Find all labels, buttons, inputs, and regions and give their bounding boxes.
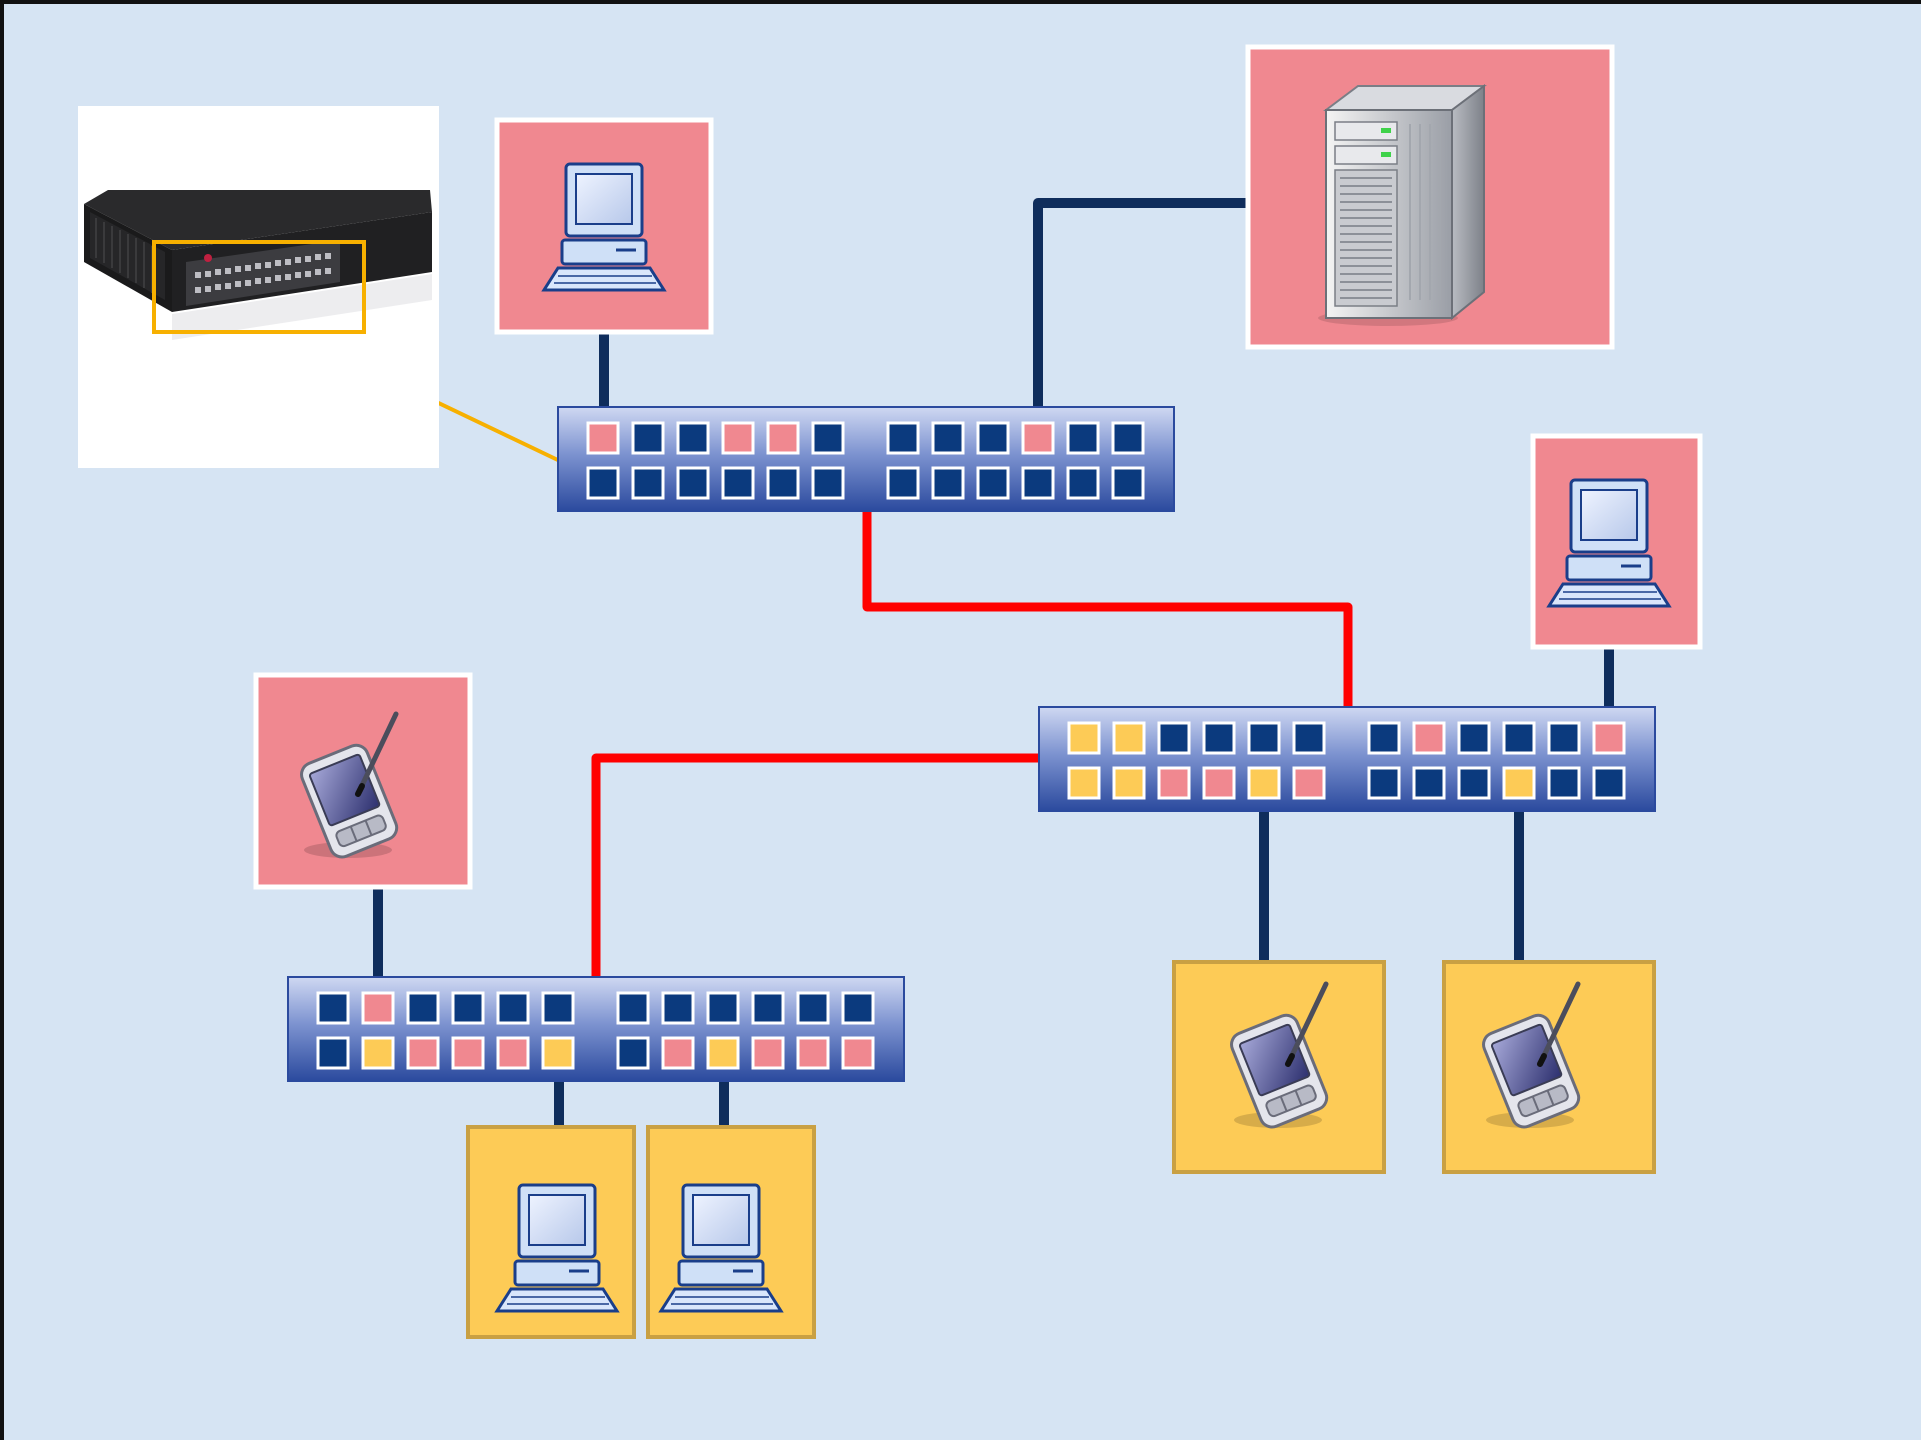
- switch-port-navy[interactable]: [1367, 766, 1401, 800]
- switch-port-pink[interactable]: [1157, 766, 1191, 800]
- switch-right[interactable]: [1038, 706, 1656, 812]
- switch-port-navy[interactable]: [796, 991, 830, 1025]
- switch-port-yellow[interactable]: [1067, 721, 1101, 755]
- switch-port-navy[interactable]: [886, 466, 920, 500]
- switch-port-navy[interactable]: [1502, 721, 1536, 755]
- switch-port-navy[interactable]: [1547, 766, 1581, 800]
- switch-port-navy[interactable]: [811, 466, 845, 500]
- pda-bottom-right-2[interactable]: [1442, 960, 1656, 1174]
- switch-port-navy[interactable]: [616, 991, 650, 1025]
- switch-port-pink[interactable]: [406, 1036, 440, 1070]
- switch-port-navy[interactable]: [931, 466, 965, 500]
- switch-port-navy[interactable]: [976, 466, 1010, 500]
- switch-top-ports: [586, 421, 1145, 500]
- switch-port-pink[interactable]: [766, 421, 800, 455]
- switch-port-yellow[interactable]: [706, 1036, 740, 1070]
- pda-bottom-right-1[interactable]: [1172, 960, 1386, 1174]
- switch-port-navy[interactable]: [451, 991, 485, 1025]
- desktop-top[interactable]: [494, 117, 714, 335]
- switch-port-navy[interactable]: [631, 421, 665, 455]
- switch-port-navy[interactable]: [316, 1036, 350, 1070]
- switch-port-navy[interactable]: [1367, 721, 1401, 755]
- switch-port-yellow[interactable]: [1502, 766, 1536, 800]
- switch-port-navy[interactable]: [496, 991, 530, 1025]
- switch-port-pink[interactable]: [796, 1036, 830, 1070]
- desktop-bottom-left-2[interactable]: [646, 1125, 816, 1339]
- switch-port-pink[interactable]: [751, 1036, 785, 1070]
- switch-port-yellow[interactable]: [1112, 721, 1146, 755]
- trunk-cable-right-to-bottom: [591, 753, 1040, 978]
- switch-port-navy[interactable]: [931, 421, 965, 455]
- switch-port-pink[interactable]: [361, 991, 395, 1025]
- switch-port-pink[interactable]: [1021, 421, 1055, 455]
- switch-port-navy[interactable]: [1066, 466, 1100, 500]
- switch-port-navy[interactable]: [1111, 421, 1145, 455]
- switch-port-pink[interactable]: [661, 1036, 695, 1070]
- switch-port-navy[interactable]: [751, 991, 785, 1025]
- switch-port-navy[interactable]: [721, 466, 755, 500]
- switch-port-navy[interactable]: [1111, 466, 1145, 500]
- switch-port-navy[interactable]: [541, 991, 575, 1025]
- switch-port-navy[interactable]: [706, 991, 740, 1025]
- switch-port-navy[interactable]: [1547, 721, 1581, 755]
- switch-bottom-left[interactable]: [287, 976, 905, 1082]
- switch-port-navy[interactable]: [1021, 466, 1055, 500]
- switch-port-navy[interactable]: [1247, 721, 1281, 755]
- switch-top[interactable]: [557, 406, 1175, 512]
- switch-port-yellow[interactable]: [1247, 766, 1281, 800]
- switch-port-navy[interactable]: [661, 991, 695, 1025]
- switch-port-navy[interactable]: [1202, 721, 1236, 755]
- switch-port-navy[interactable]: [1066, 421, 1100, 455]
- switch-port-navy[interactable]: [886, 421, 920, 455]
- switch-port-navy[interactable]: [586, 466, 620, 500]
- switch-port-yellow[interactable]: [361, 1036, 395, 1070]
- switch-port-navy[interactable]: [676, 466, 710, 500]
- desktop-bottom-left-1[interactable]: [466, 1125, 636, 1339]
- cable-server: [1033, 198, 1294, 435]
- switch-port-pink[interactable]: [841, 1036, 875, 1070]
- switch-port-navy[interactable]: [976, 421, 1010, 455]
- switch-port-pink[interactable]: [721, 421, 755, 455]
- switch-bottom-left-ports: [316, 991, 875, 1070]
- rack-switch-photo-icon: [78, 106, 439, 468]
- switch-port-pink[interactable]: [451, 1036, 485, 1070]
- switch-port-navy[interactable]: [1457, 766, 1491, 800]
- switch-port-navy[interactable]: [1412, 766, 1446, 800]
- switch-port-navy[interactable]: [766, 466, 800, 500]
- server[interactable]: [1245, 44, 1615, 350]
- switch-port-navy[interactable]: [841, 991, 875, 1025]
- switch-port-pink[interactable]: [1412, 721, 1446, 755]
- switch-port-navy[interactable]: [316, 991, 350, 1025]
- switch-port-navy[interactable]: [406, 991, 440, 1025]
- switch-port-pink[interactable]: [1292, 766, 1326, 800]
- switch-port-navy[interactable]: [1457, 721, 1491, 755]
- switch-port-navy[interactable]: [616, 1036, 650, 1070]
- desktop-right[interactable]: [1530, 433, 1703, 650]
- pda-left[interactable]: [253, 672, 473, 890]
- switch-port-yellow[interactable]: [1067, 766, 1101, 800]
- switch-port-yellow[interactable]: [541, 1036, 575, 1070]
- switch-port-navy[interactable]: [631, 466, 665, 500]
- trunk-cable-top-to-right: [862, 510, 1353, 712]
- switch-right-ports: [1067, 721, 1626, 800]
- switch-port-yellow[interactable]: [1112, 766, 1146, 800]
- switch-port-navy[interactable]: [676, 421, 710, 455]
- port-highlight-box: [152, 240, 366, 334]
- server-tower-icon: [1318, 84, 1487, 326]
- switch-port-navy[interactable]: [811, 421, 845, 455]
- switch-port-pink[interactable]: [586, 421, 620, 455]
- switch-port-pink[interactable]: [1592, 721, 1626, 755]
- switch-port-pink[interactable]: [1202, 766, 1236, 800]
- switch-port-navy[interactable]: [1292, 721, 1326, 755]
- switch-port-navy[interactable]: [1592, 766, 1626, 800]
- switch-port-navy[interactable]: [1157, 721, 1191, 755]
- switch-port-pink[interactable]: [496, 1036, 530, 1070]
